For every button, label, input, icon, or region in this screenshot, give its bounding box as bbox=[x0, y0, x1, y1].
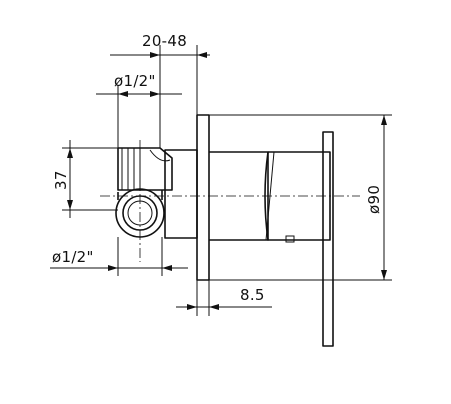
dimension-inlet-bottom: ø1/2" bbox=[50, 237, 188, 276]
dimension-plate-diameter: ø90 bbox=[209, 114, 392, 281]
mixer-body bbox=[164, 114, 334, 347]
handle-cap bbox=[264, 151, 331, 241]
depth-range-label: 20-48 bbox=[142, 32, 187, 50]
valve-body bbox=[164, 149, 198, 239]
cover-plate bbox=[196, 114, 210, 281]
inlet-fitting-top bbox=[117, 147, 173, 191]
dimension-wall-offset: 8.5 bbox=[176, 280, 272, 316]
dimension-inlet-top: ø1/2" bbox=[96, 72, 182, 148]
plate-diameter-label: ø90 bbox=[365, 185, 383, 214]
wall-offset-label: 8.5 bbox=[240, 286, 265, 304]
screw bbox=[285, 235, 295, 243]
dimension-depth-range: 20-48 bbox=[110, 32, 210, 148]
lever bbox=[322, 131, 334, 347]
inlet-bottom-label: ø1/2" bbox=[52, 248, 94, 266]
height-label: 37 bbox=[52, 170, 70, 190]
dimension-height: 37 bbox=[52, 140, 118, 218]
inlet-top-label: ø1/2" bbox=[114, 72, 156, 90]
